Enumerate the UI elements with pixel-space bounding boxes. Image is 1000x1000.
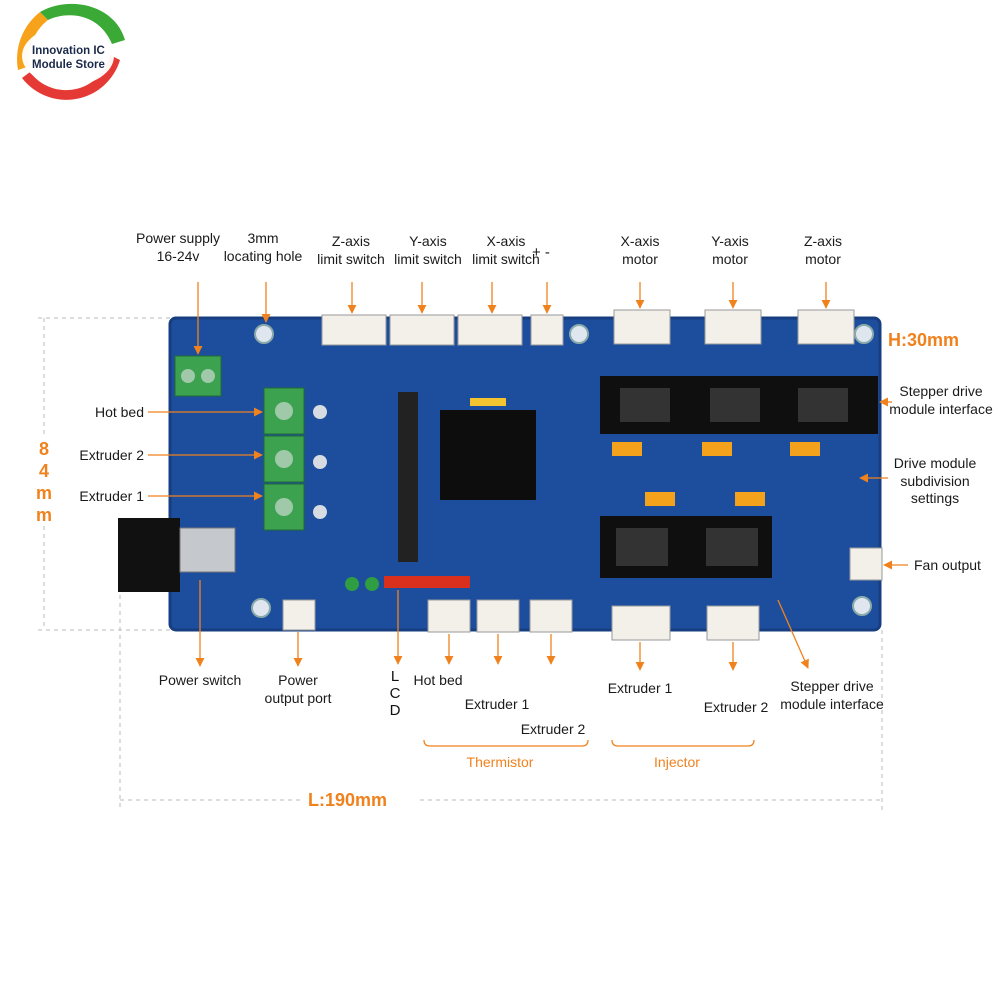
group-thermistor: Thermistor [466, 754, 534, 770]
label-extruder-2-left: Extruder 2 [79, 447, 144, 463]
group-injector: Injector [654, 754, 700, 770]
logo-line-1: Innovation IC [32, 45, 105, 57]
label-polarity: + - [532, 244, 550, 261]
pointer-arrows [148, 282, 908, 747]
label-power-switch: Power switch [158, 672, 242, 688]
dimension-length: L:190mm [308, 790, 388, 810]
pcb-board [118, 309, 883, 641]
label-extruder-1-thermistor: Extruder 1 [464, 696, 530, 712]
label-extruder-2-thermistor: Extruder 2 [520, 721, 586, 737]
dimension-height: H:30mm [888, 330, 960, 350]
label-hot-bed-thermistor: Hot bed [413, 672, 463, 688]
logo-line-2: Module Store [32, 59, 105, 72]
label-fan-output: Fan output [914, 557, 981, 573]
label-hot-bed-left: Hot bed [94, 404, 144, 420]
store-logo-text: Innovation IC Module Store [32, 44, 105, 73]
store-logo [17, 3, 125, 100]
label-extruder-1-left: Extruder 1 [79, 488, 144, 504]
label-extruder-2-injector: Extruder 2 [703, 699, 769, 715]
label-extruder-1-injector: Extruder 1 [607, 680, 673, 696]
